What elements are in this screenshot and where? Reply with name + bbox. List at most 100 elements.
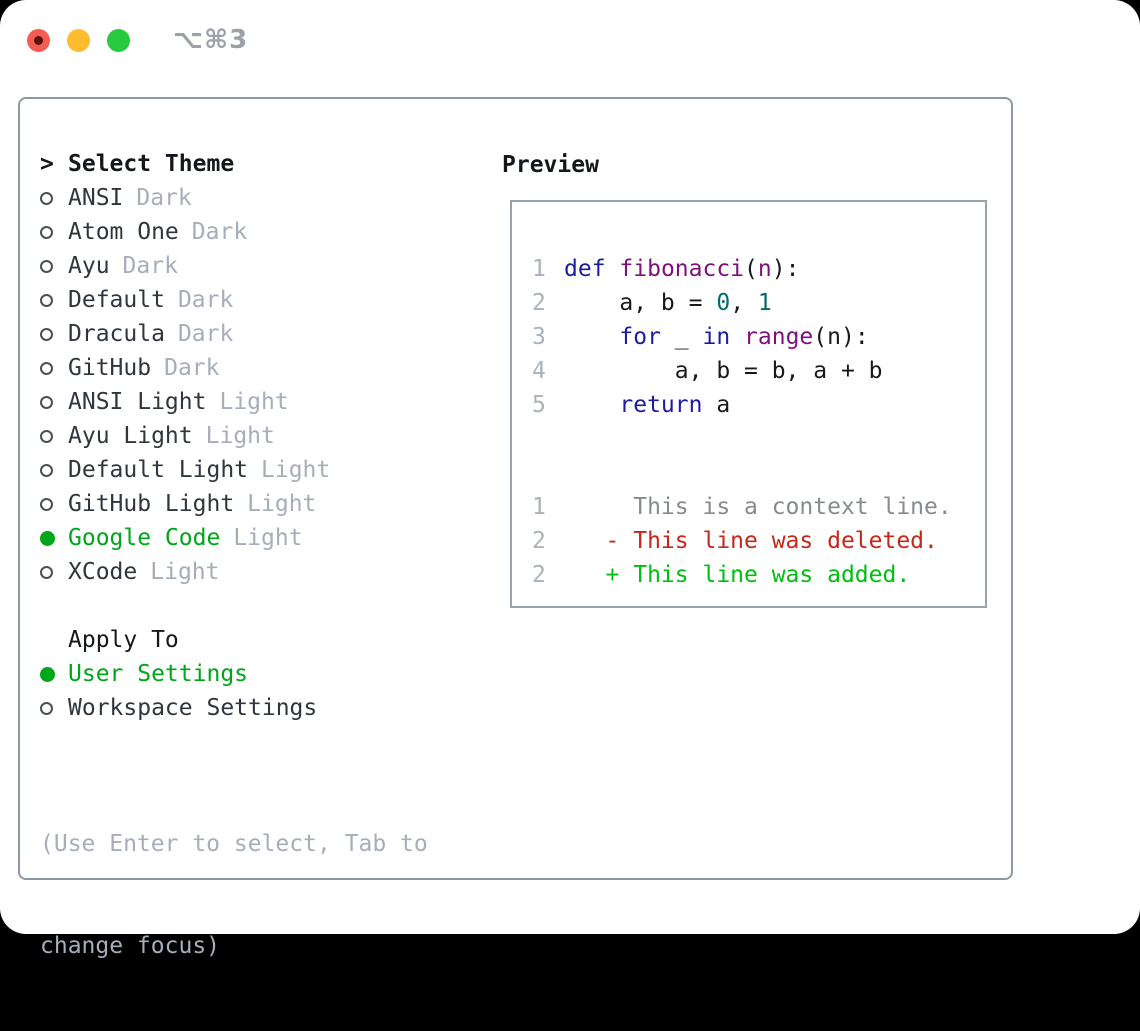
- theme-option[interactable]: ANSI Dark: [40, 181, 330, 215]
- radio-unselected-icon: [40, 191, 53, 205]
- option-variant-label: Dark: [122, 253, 178, 279]
- close-dot-icon: [34, 35, 43, 45]
- option-label: Workspace Settings: [68, 695, 318, 721]
- theme-option[interactable]: GitHub Light Light: [40, 487, 330, 521]
- option-variant-label: Dark: [177, 321, 234, 347]
- option-label: Atom One: [68, 219, 179, 245]
- radio-unselected-icon: [40, 327, 53, 341]
- radio-unselected-icon: [40, 463, 53, 477]
- code-text: for _ in range(n):: [619, 324, 869, 350]
- theme-option[interactable]: Ayu Light Light: [40, 419, 330, 453]
- hint-line-2: change focus): [40, 933, 221, 959]
- option-label: ANSI Light: [68, 389, 207, 415]
- line-number: 1: [532, 256, 546, 282]
- diff-preview: 1 This is a context line.2 - This line w…: [532, 490, 985, 592]
- radio-selected-icon: [40, 666, 55, 682]
- theme-option[interactable]: Google Code Light: [40, 521, 330, 555]
- option-label: Default: [68, 287, 165, 313]
- radio-unselected-icon: [40, 259, 53, 273]
- apply-to-title: Apply To: [68, 627, 179, 653]
- option-label: Ayu Light: [68, 423, 193, 449]
- radio-unselected-icon: [40, 701, 53, 715]
- line-number: 5: [532, 392, 546, 418]
- code-line: 4 a, b = b, a + b: [532, 354, 985, 388]
- apply-to-option[interactable]: Workspace Settings: [40, 691, 330, 725]
- theme-option[interactable]: Default Dark: [40, 283, 330, 317]
- option-variant-label: Dark: [191, 219, 248, 245]
- keyboard-hint: (Use Enter to select, Tab to change focu…: [40, 759, 428, 1031]
- theme-option[interactable]: Dracula Dark: [40, 317, 330, 351]
- theme-option[interactable]: GitHub Dark: [40, 351, 330, 385]
- option-variant-label: Light: [247, 491, 317, 517]
- line-number: 2: [532, 562, 546, 588]
- option-variant-label: Light: [219, 389, 289, 415]
- diff-text: This is a context line.: [564, 494, 952, 520]
- radio-unselected-icon: [40, 225, 53, 239]
- theme-option[interactable]: Default Light Light: [40, 453, 330, 487]
- line-number: 2: [532, 528, 546, 554]
- line-number: 4: [532, 358, 546, 384]
- code-text: a, b = b, a + b: [564, 358, 883, 384]
- diff-line: 2 - This line was deleted.: [532, 524, 985, 558]
- code-text: def fibonacci(n):: [564, 256, 800, 282]
- option-variant-label: Light: [205, 423, 275, 449]
- option-variant-label: Dark: [136, 185, 192, 211]
- preview-title: Preview: [502, 152, 599, 178]
- window-titlebar: ⌥⌘3: [27, 25, 248, 55]
- minimize-icon[interactable]: [67, 28, 90, 52]
- option-label: Dracula: [68, 321, 165, 347]
- radio-unselected-icon: [40, 395, 53, 409]
- option-label: GitHub Light: [68, 491, 235, 517]
- option-variant-label: Dark: [177, 287, 234, 313]
- hint-line-1: (Use Enter to select, Tab to: [40, 831, 428, 857]
- radio-unselected-icon: [40, 293, 53, 307]
- zoom-icon[interactable]: [107, 28, 130, 52]
- cursor-icon: >: [40, 151, 54, 177]
- apply-to-option[interactable]: User Settings: [40, 657, 330, 691]
- option-variant-label: Light: [261, 457, 331, 483]
- line-number: 3: [532, 324, 546, 350]
- diff-text: + This line was added.: [564, 562, 911, 588]
- spacer: [40, 589, 330, 623]
- code-line: 3 for _ in range(n):: [532, 320, 985, 354]
- radio-unselected-icon: [40, 429, 53, 443]
- radio-selected-icon: [40, 530, 55, 546]
- radio-unselected-icon: [40, 361, 53, 375]
- option-label: XCode: [68, 559, 138, 585]
- diff-line: 2 + This line was added.: [532, 558, 985, 592]
- theme-option[interactable]: XCode Light: [40, 555, 330, 589]
- radio-unselected-icon: [40, 497, 53, 511]
- code-text: return a: [619, 392, 731, 418]
- diff-text: - This line was deleted.: [564, 528, 938, 554]
- radio-unselected-icon: [40, 565, 53, 579]
- close-icon[interactable]: [27, 28, 50, 52]
- code-text: a, b = 0, 1: [564, 290, 772, 316]
- preview-gap: [532, 422, 985, 490]
- line-number: 2: [532, 290, 546, 316]
- theme-option[interactable]: Atom One Dark: [40, 215, 330, 249]
- apply-to-header-row: Apply To: [40, 623, 330, 657]
- code-line: 5 return a: [532, 388, 985, 422]
- code-line: 1 def fibonacci(n):: [532, 252, 985, 286]
- theme-option[interactable]: ANSI Light Light: [40, 385, 330, 419]
- option-label: Default Light: [68, 457, 249, 483]
- option-variant-label: Light: [233, 525, 303, 551]
- theme-option[interactable]: Ayu Dark: [40, 249, 330, 283]
- option-label: ANSI: [68, 185, 124, 211]
- option-variant-label: Light: [150, 559, 220, 585]
- option-label: Ayu: [68, 253, 110, 279]
- code-line: 2 a, b = 0, 1: [532, 286, 985, 320]
- diff-line: 1 This is a context line.: [532, 490, 985, 524]
- option-label: GitHub: [68, 355, 152, 381]
- option-label: User Settings: [68, 661, 249, 687]
- option-variant-label: Dark: [164, 355, 220, 381]
- line-number: 1: [532, 494, 546, 520]
- option-label: Google Code: [68, 525, 221, 551]
